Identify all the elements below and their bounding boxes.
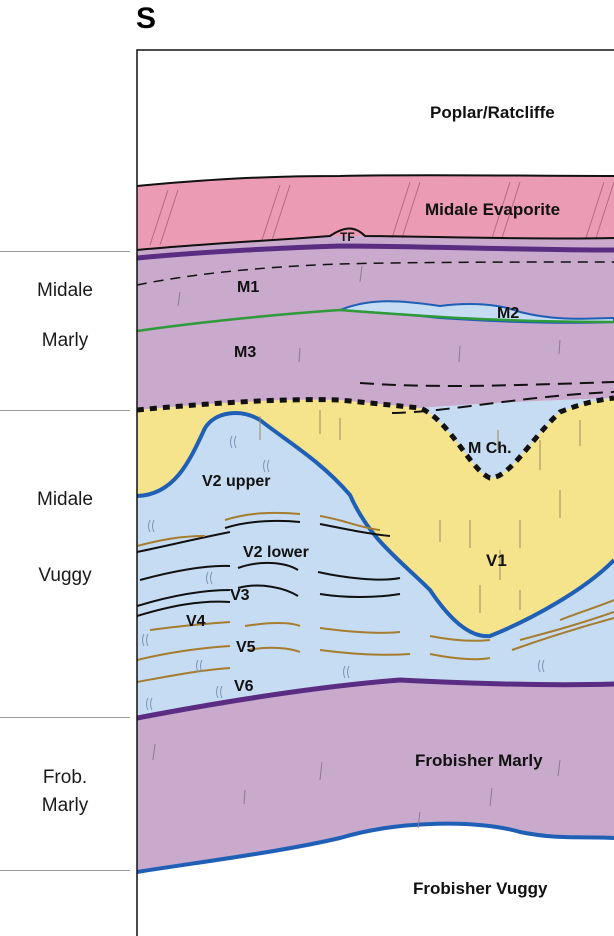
- evaporite-hatching: [149, 181, 614, 246]
- formation-label-midale-marly: Midale Marly: [0, 277, 130, 355]
- label-v3: V3: [230, 587, 250, 604]
- m1-dashed-marker: [137, 261, 614, 286]
- column-divider: [0, 870, 130, 871]
- label-v1: V1: [486, 551, 507, 570]
- channel-texture-marks: [259, 410, 581, 613]
- vuggy-top-unconformity: [137, 395, 614, 481]
- vuggy-brown-markers: [137, 511, 614, 683]
- midale-evaporite-unit: [137, 175, 614, 250]
- evaporite-base-line: [137, 227, 614, 251]
- label-poplar-ratcliffe: Poplar/Ratcliffe: [430, 103, 555, 122]
- label-v4: V4: [186, 613, 206, 630]
- frobisher-marly-unit: [137, 680, 614, 872]
- midale-marly-unit: [137, 236, 614, 410]
- label-m2: M2: [497, 305, 519, 322]
- channel-fill: [137, 398, 614, 637]
- green-surface: [137, 308, 614, 333]
- label-m1: M1: [237, 279, 259, 296]
- formation-label-frobisher-marly: Frob. Marly: [0, 764, 130, 820]
- column-divider: [0, 410, 130, 411]
- formation-label-line: Marly: [41, 795, 89, 816]
- panel-border: [136, 49, 614, 936]
- section-end-label: S: [136, 2, 157, 35]
- evaporite-top-line: [137, 174, 614, 187]
- rock-texture-marks: [152, 265, 561, 829]
- vuggy-texture-marks: [142, 435, 545, 711]
- label-m-channel: M Ch.: [468, 440, 512, 457]
- label-m3: M3: [234, 344, 256, 361]
- formation-label-midale-vuggy: Midale Vuggy: [0, 486, 130, 590]
- label-v5: V5: [236, 639, 256, 656]
- label-v2-lower: V2 lower: [243, 544, 309, 561]
- label-tf: TF: [340, 230, 355, 244]
- vuggy-black-markers: [137, 519, 401, 617]
- column-divider: [0, 251, 130, 252]
- formation-label-line: Vuggy: [38, 565, 92, 586]
- formation-label-line: Marly: [41, 330, 89, 351]
- m3-dashed-marker: [359, 381, 614, 387]
- label-v6: V6: [234, 678, 254, 695]
- purple-surface-upper: [137, 243, 614, 261]
- formation-label-line: Frob.: [42, 767, 88, 788]
- label-frobisher-vuggy: Frobisher Vuggy: [413, 879, 548, 898]
- column-divider: [0, 717, 130, 718]
- formation-label-line: Midale: [37, 489, 93, 510]
- label-frobisher-marly: Frobisher Marly: [415, 751, 543, 770]
- label-midale-evaporite: Midale Evaporite: [425, 200, 560, 219]
- m3-dashed-marker: [391, 391, 614, 414]
- v6-purple-surface: [137, 677, 614, 721]
- formation-label-line: Midale: [37, 280, 93, 301]
- channel-base-surface: [137, 411, 614, 639]
- frobisher-marly-base-surface: [137, 821, 614, 874]
- label-v2-upper: V2 upper: [202, 473, 270, 490]
